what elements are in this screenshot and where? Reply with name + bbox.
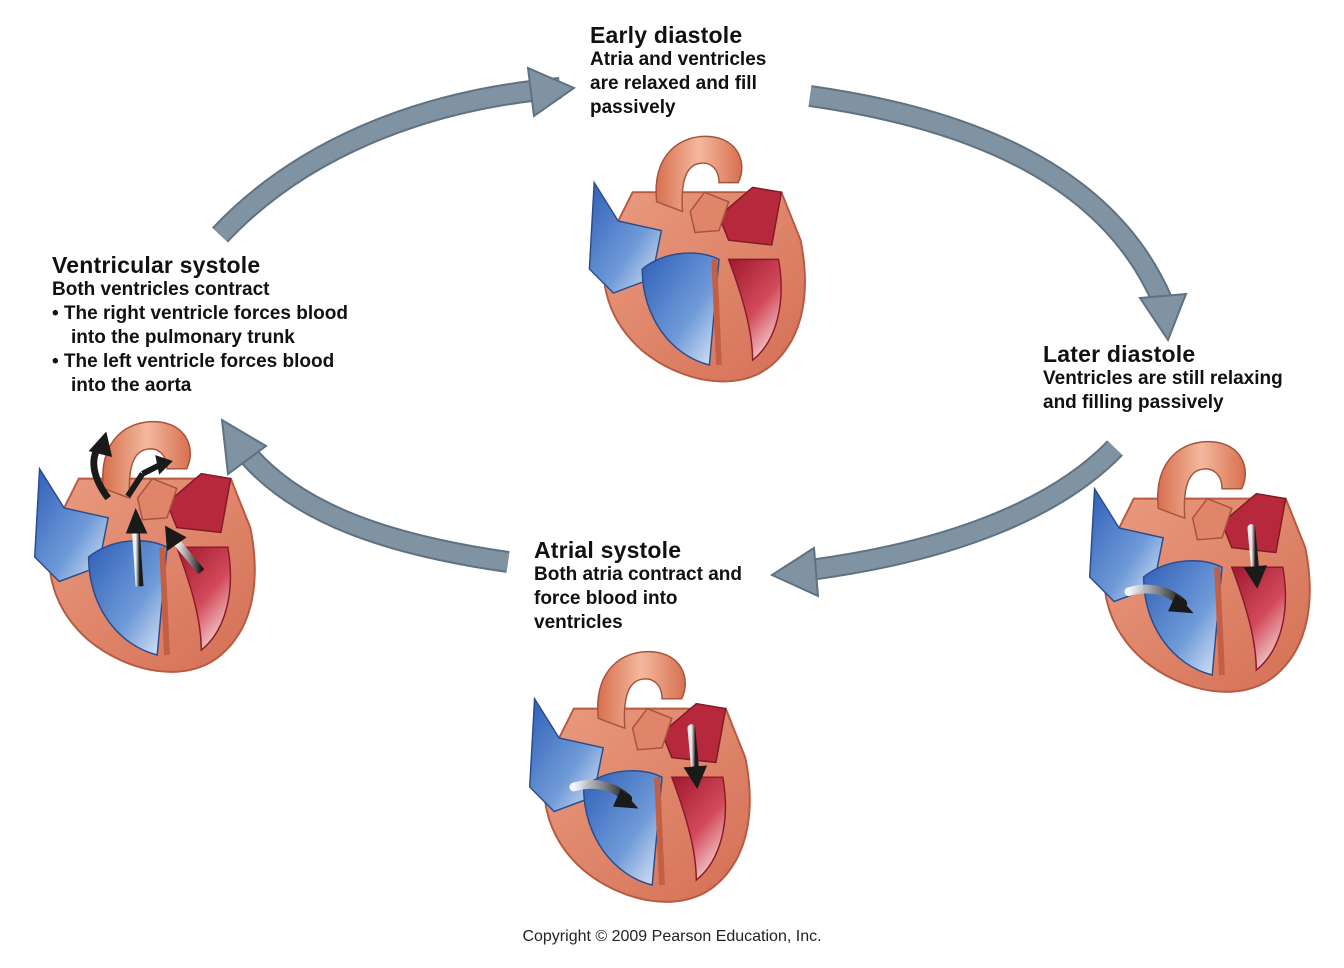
stage-bullet-continuation: into the aorta bbox=[71, 375, 192, 396]
stage-description-line: Both atria contract and bbox=[534, 564, 742, 585]
stage-description-line: Both ventricles contract bbox=[52, 279, 270, 300]
heart-illustration-atrial-systole bbox=[530, 652, 750, 902]
label-atrial-systole: Atrial systole Both atria contract and f… bbox=[534, 537, 742, 635]
cycle-arrow-top-left bbox=[211, 66, 577, 243]
heart-illustration-early-diastole bbox=[589, 136, 805, 381]
stage-title: Later diastole bbox=[1043, 341, 1196, 367]
stage-bullet-line: • The left ventricle forces blood bbox=[52, 351, 335, 372]
stage-bullet-continuation: into the pulmonary trunk bbox=[71, 327, 295, 348]
heart-illustration-later-diastole bbox=[1090, 442, 1310, 692]
stage-title: Ventricular systole bbox=[52, 252, 261, 278]
stage-description-line: Atria and ventricles bbox=[590, 49, 767, 70]
cycle-arrow-bottom-right bbox=[769, 440, 1123, 598]
stage-title: Atrial systole bbox=[534, 537, 682, 563]
cycle-arrow-top-right bbox=[808, 85, 1188, 343]
label-later-diastole: Later diastole Ventricles are still rela… bbox=[1043, 341, 1283, 415]
stage-description-line: and filling passively bbox=[1043, 392, 1224, 413]
blood-flow-arrow bbox=[131, 527, 144, 587]
label-early-diastole: Early diastole Atria and ventricles are … bbox=[590, 22, 766, 120]
stage-description-line: Ventricles are still relaxing bbox=[1043, 368, 1283, 389]
label-ventricular-systole: Ventricular systole Both ventricles cont… bbox=[52, 252, 348, 398]
stage-title: Early diastole bbox=[590, 22, 743, 48]
stage-description-line: are relaxed and fill bbox=[590, 73, 757, 94]
stage-description-line: passively bbox=[590, 97, 676, 118]
blood-flow-arrow bbox=[173, 539, 205, 575]
stage-description-line: force blood into bbox=[534, 588, 678, 609]
stage-bullet-line: • The right ventricle forces blood bbox=[52, 303, 348, 324]
cycle-arrow-bottom-left bbox=[220, 418, 510, 573]
heart-illustration-ventricular-systole bbox=[35, 422, 255, 672]
copyright-notice: Copyright © 2009 Pearson Education, Inc. bbox=[522, 928, 822, 945]
stage-description-line: ventricles bbox=[534, 612, 623, 633]
